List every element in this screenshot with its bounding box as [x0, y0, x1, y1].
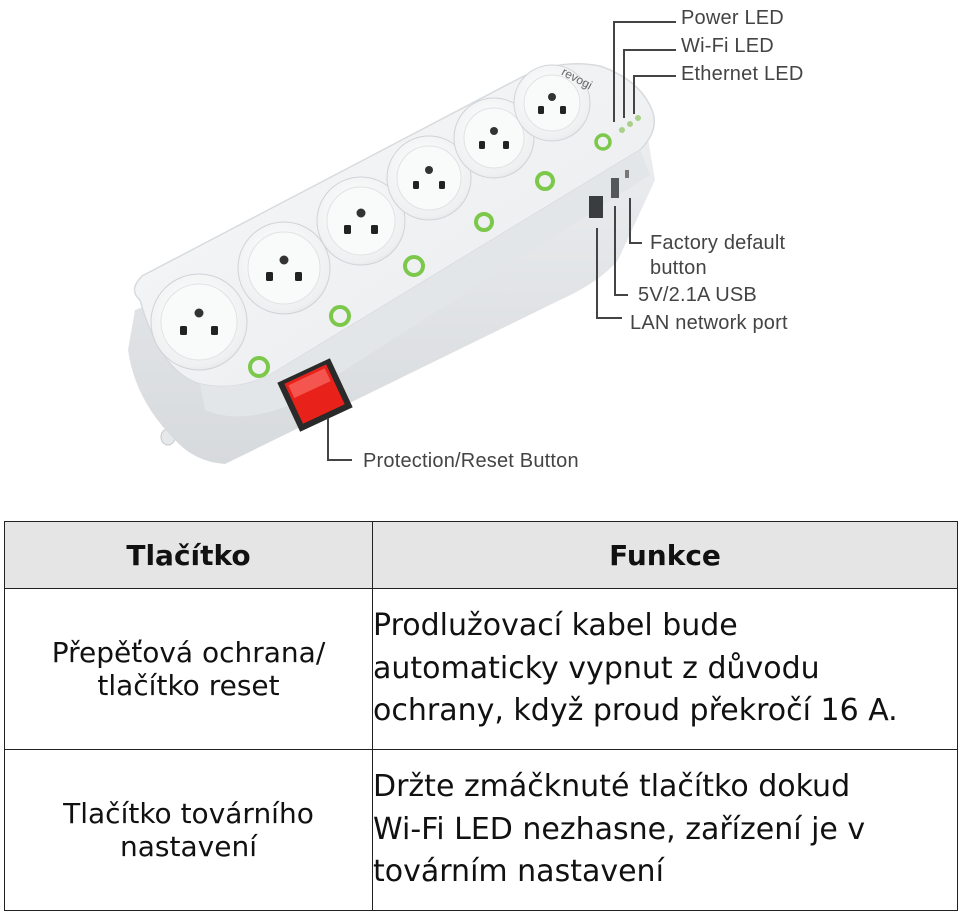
table-header-row: Tlačítko Funkce: [4, 521, 958, 589]
table-row: Přepěťová ochrana/ tlačítko reset Prodlu…: [4, 588, 958, 750]
socket-6: [513, 64, 591, 142]
callout-wifi-led: Wi-Fi LED: [681, 35, 774, 57]
socket-3: [316, 176, 406, 266]
button-cell: Přepěťová ochrana/ tlačítko reset: [4, 588, 373, 750]
factory-button: [625, 170, 629, 178]
header-function: Funkce: [372, 521, 958, 589]
socket-2: [237, 221, 331, 315]
header-button: Tlačítko: [4, 521, 373, 589]
socket-5: [453, 97, 535, 179]
button-function-table: Tlačítko Funkce Přepěťová ochrana/ tlačí…: [4, 521, 958, 911]
callout-usb: 5V/2.1A USB: [638, 284, 757, 306]
lan-port: [589, 196, 603, 218]
socket-1: [150, 273, 248, 371]
power-strip-illustration: revogi: [128, 21, 676, 464]
table-row: Tlačítko továrního nastavení Držte zmáčk…: [4, 749, 958, 911]
button-cell: Tlačítko továrního nastavení: [4, 749, 373, 911]
product-figure: revogi Power LED Wi-Fi LED Ethernet LED …: [128, 7, 804, 472]
protection-switch: [277, 358, 353, 432]
callout-lines: [327, 21, 676, 461]
socket-indicators: [248, 133, 612, 378]
status-leds: [619, 115, 641, 133]
function-cell: Držte zmáčknuté tlačítko dokud Wi-Fi LED…: [372, 749, 958, 911]
callout-ethernet-led: Ethernet LED: [681, 63, 804, 85]
side-ports: [589, 170, 629, 218]
callout-protection-reset: Protection/Reset Button: [363, 450, 579, 472]
function-cell: Prodlužovací kabel bude automaticky vypn…: [372, 588, 958, 750]
callout-factory-default-2: button: [650, 257, 707, 279]
socket-4: [386, 135, 472, 221]
sockets: [150, 64, 591, 371]
usb-port: [611, 178, 619, 198]
callout-power-led: Power LED: [681, 7, 784, 29]
callout-factory-default: Factory default: [650, 232, 786, 254]
callout-lan-port: LAN network port: [630, 312, 788, 334]
